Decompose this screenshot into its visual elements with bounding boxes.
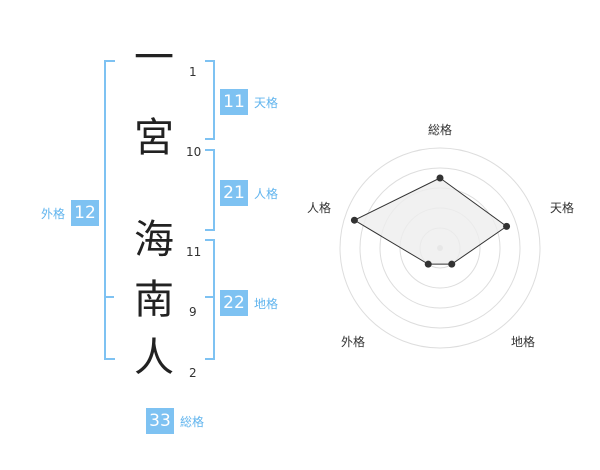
- stroke-count-4: 9: [189, 305, 197, 319]
- radar-point-5: [350, 216, 358, 224]
- radar-axis-label-jinkaku: 人格: [307, 201, 332, 215]
- radar-data-polygon: [353, 177, 508, 265]
- radar-axis-label-gaikaku: 外格: [341, 335, 366, 349]
- radar-axis-label-chikaku: 地格: [511, 335, 536, 349]
- name-char-3: 海: [134, 217, 174, 263]
- radar-point-2: [503, 222, 511, 230]
- name-char-5: 人: [134, 335, 174, 381]
- outer-bracket: [104, 60, 115, 360]
- tenkaku-label: 天格: [254, 96, 279, 110]
- radar-point-4: [424, 260, 432, 268]
- stroke-count-5: 2: [189, 366, 197, 380]
- jinkaku-label: 人格: [254, 187, 279, 201]
- gaikaku-label: 外格: [41, 207, 66, 221]
- name-char-1: 一: [134, 35, 174, 81]
- soukaku-label: 総格: [180, 415, 205, 429]
- gaikaku-badge: 12: [71, 200, 99, 226]
- stroke-count-2: 10: [186, 145, 202, 159]
- soukaku-badge: 33: [146, 408, 174, 434]
- jinkaku-bracket: [205, 149, 215, 231]
- tenkaku-badge: 11: [220, 89, 248, 115]
- radar-point-1: [436, 174, 444, 182]
- chikaku-badge: 22: [220, 290, 248, 316]
- chikaku-bracket: [205, 239, 215, 360]
- radar-axis-label-tenkaku: 天格: [550, 201, 575, 215]
- radar-grid-ring: [339, 147, 541, 349]
- radar-axis-label-soukaku: 総格: [428, 123, 453, 137]
- name-char-2: 宮: [134, 115, 174, 161]
- radar-point-3: [448, 260, 456, 268]
- stroke-count-1: 1: [189, 65, 197, 79]
- radar-grid-ring: [359, 167, 521, 329]
- tenkaku-bracket: [205, 60, 215, 140]
- chikaku-label: 地格: [254, 297, 279, 311]
- stroke-count-3: 11: [186, 245, 202, 259]
- name-char-4: 南: [134, 277, 174, 323]
- jinkaku-badge: 21: [220, 180, 248, 206]
